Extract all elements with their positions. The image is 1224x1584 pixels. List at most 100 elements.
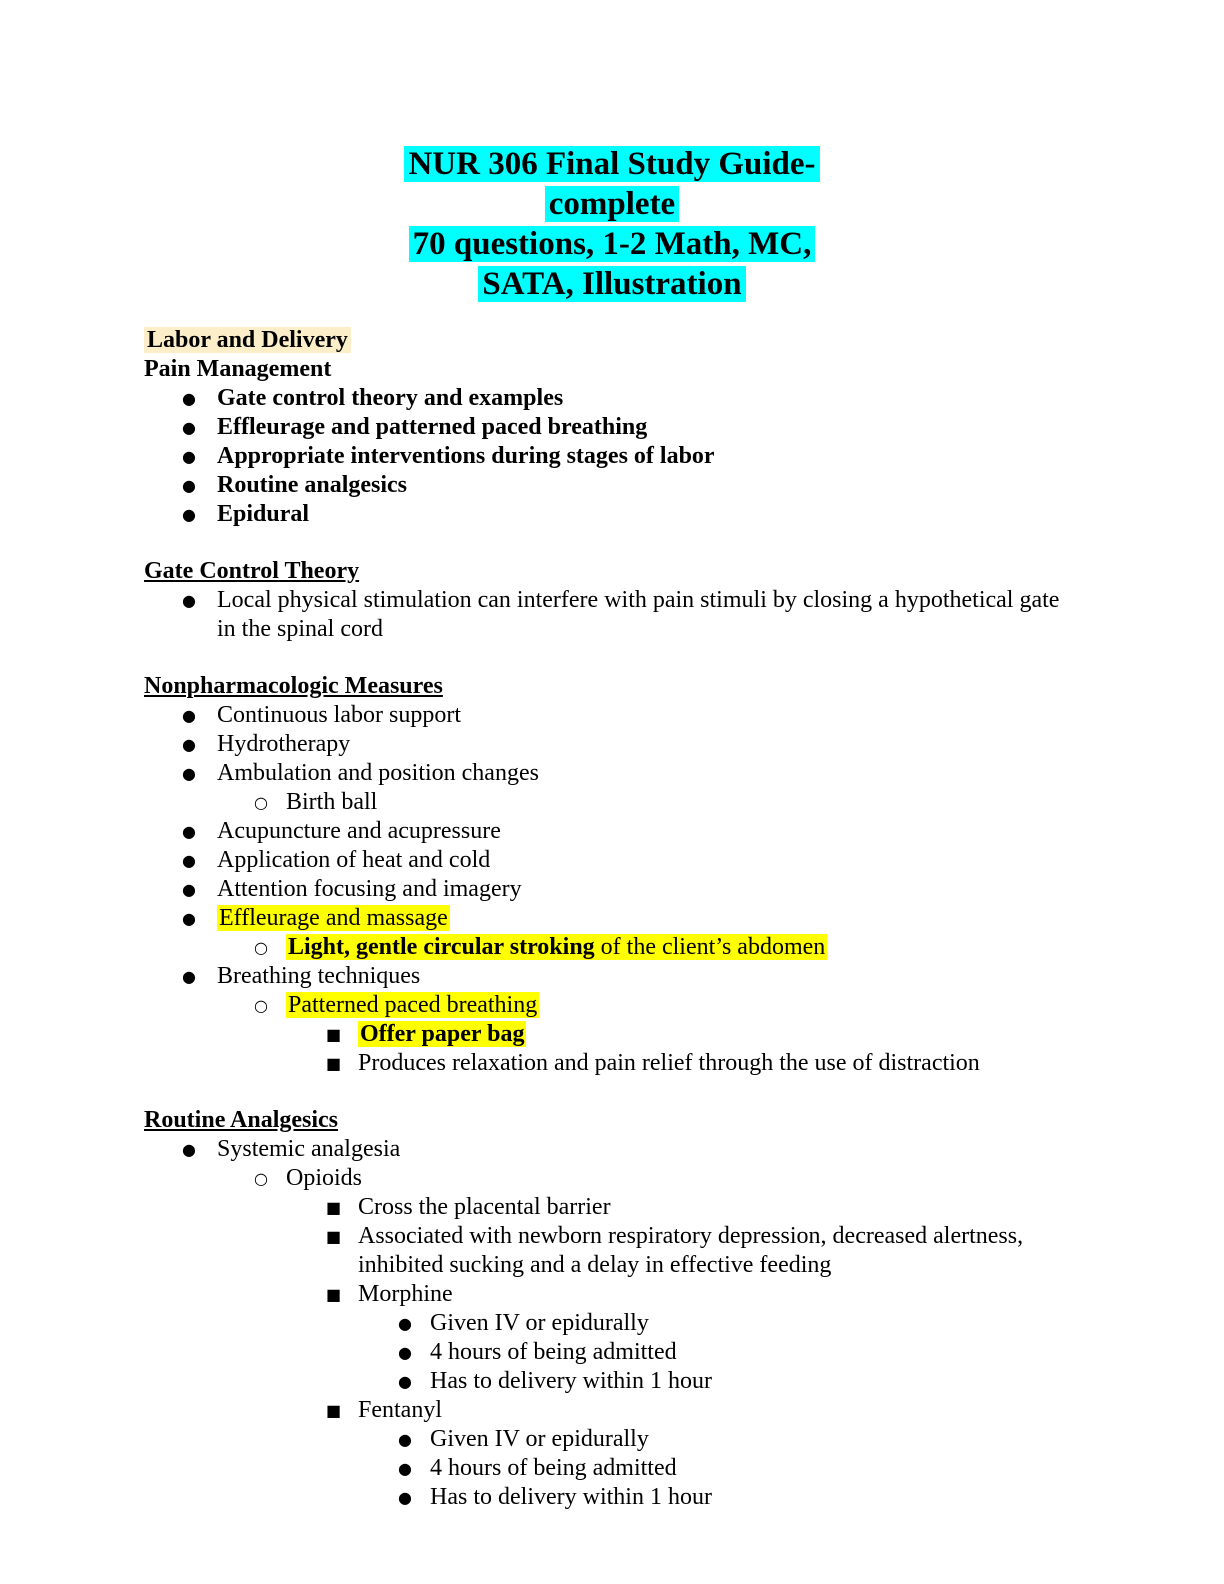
list-item: ● 4 hours of being admitted (144, 1454, 1080, 1483)
bullet-square-icon: ■ (326, 1198, 342, 1217)
list-item-text: Epidural (217, 501, 310, 527)
bullet-circle-icon: ○ (254, 938, 268, 957)
section-heading-routine-analgesics: Routine Analgesics (144, 1107, 339, 1133)
bullet-disc-icon: ● (398, 1430, 412, 1449)
bullet-disc-icon: ● (182, 851, 196, 870)
bullet-disc-icon: ● (182, 476, 196, 495)
list-item: ● Epidural (144, 500, 1080, 529)
subheading-pain-management: Pain Management (144, 356, 332, 382)
document-title: NUR 306 Final Study Guide- complete 70 q… (144, 144, 1080, 304)
list-item: ●Acupuncture and acupressure (144, 817, 1080, 846)
list-item-text: Breathing techniques (217, 963, 421, 989)
bullet-circle-icon: ○ (254, 1169, 268, 1188)
list-item-text: Appropriate interventions during stages … (217, 443, 715, 469)
bullet-square-icon: ■ (326, 1025, 342, 1044)
highlighted-key-text: Patterned paced breathing (286, 992, 540, 1018)
title-line: NUR 306 Final Study Guide- (144, 144, 1080, 184)
bullet-square-icon: ■ (326, 1285, 342, 1304)
highlighted-key-text: Offer paper bag (358, 1021, 527, 1047)
list-item-text: Morphine (358, 1281, 453, 1307)
bullet-circle-icon: ○ (254, 996, 268, 1015)
bullet-disc-icon: ● (182, 735, 196, 754)
list-item: ○ Light, gentle circular stroking of the … (144, 933, 1080, 962)
bullet-square-icon: ■ (326, 1227, 342, 1246)
list-item: ■ Produces relaxation and pain relief thr… (144, 1049, 1080, 1078)
list-item: ● 4 hours of being admitted (144, 1338, 1080, 1367)
list-item-text: Cross the placental barrier (358, 1194, 611, 1220)
list-item-text: Given IV or epidurally (430, 1310, 649, 1336)
highlighted-title-text: NUR 306 Final Study Guide- (404, 146, 820, 182)
list-item-text: Continuous labor support (217, 702, 461, 728)
list-item: ●Routine analgesics (144, 471, 1080, 500)
highlighted-title-text: 70 questions, 1-2 Math, MC, (408, 226, 816, 262)
topic-heading-labor-and-delivery: Labor and Delivery (144, 326, 1080, 355)
bullet-disc-icon: ● (398, 1343, 412, 1362)
list-item-text: Associated with newborn respiratory depr… (358, 1223, 1024, 1278)
bullet-disc-icon: ● (398, 1314, 412, 1333)
list-item: ■ Offer paper bag (144, 1020, 1080, 1049)
list-item: ■ Fentanyl (144, 1396, 1080, 1425)
bullet-disc-icon: ● (398, 1459, 412, 1478)
bullet-square-icon: ■ (326, 1054, 342, 1073)
list-item: ● Application of heat and cold (144, 846, 1080, 875)
list-item-text: Given IV or epidurally (430, 1426, 649, 1452)
list-item: ●Appropriate interventions during stages… (144, 442, 1080, 471)
list-item-text: of the client’s abdomen (594, 934, 826, 960)
list-item: ●Local physical stimulation can interfer… (144, 586, 1080, 644)
list-item: ■ Cross the placental barrier (144, 1193, 1080, 1222)
title-line: complete (144, 184, 1080, 224)
list-item-text: Hydrotherapy (217, 731, 351, 757)
list-item: ●Has to delivery within 1 hour (144, 1367, 1080, 1396)
bullet-disc-icon: ● (182, 967, 196, 986)
bullet-disc-icon: ● (182, 1140, 196, 1159)
list-item-text: Has to delivery within 1 hour (430, 1484, 712, 1510)
bullet-disc-icon: ● (182, 880, 196, 899)
list-item: ○ Patterned paced breathing (144, 991, 1080, 1020)
list-item-text: Application of heat and cold (217, 847, 491, 873)
list-item: ● Breathing techniques (144, 962, 1080, 991)
list-item: ● Effleurage and patterned paced breathin… (144, 413, 1080, 442)
bullet-disc-icon: ● (182, 389, 196, 408)
list-item-text: Effleurage and patterned paced breathing (217, 414, 648, 440)
list-item: ■ Morphine (144, 1280, 1080, 1309)
highlighted-key-text: Light, gentle circular stroking of the c… (286, 934, 828, 960)
section-heading-nonpharmacologic-measures: Nonpharmacologic Measures (144, 673, 443, 699)
list-item-text: Birth ball (286, 789, 378, 815)
list-item-text: Gate control theory and examples (217, 385, 564, 411)
list-item-text: Opioids (286, 1165, 363, 1191)
list-item-text: Has to delivery within 1 hour (430, 1368, 712, 1394)
bullet-disc-icon: ● (182, 505, 196, 524)
list-item: ● Ambulation and position changes (144, 759, 1080, 788)
list-item-text-bold: Light, gentle circular stroking (288, 934, 595, 960)
list-item: ● Has to delivery within 1 hour (144, 1483, 1080, 1512)
title-line: 70 questions, 1-2 Math, MC, (144, 224, 1080, 264)
list-item-text: 4 hours of being admitted (430, 1455, 677, 1481)
bullet-disc-icon: ● (182, 764, 196, 783)
highlighted-title-text: complete (544, 186, 680, 222)
list-item: ○ Birth ball (144, 788, 1080, 817)
bullet-square-icon: ■ (326, 1401, 342, 1420)
bullet-disc-icon: ● (182, 706, 196, 725)
list-item: ● Gate control theory and examples (144, 384, 1080, 413)
bullet-disc-icon: ● (398, 1488, 412, 1507)
list-item-text: Ambulation and position changes (217, 760, 539, 786)
list-item: ● Continuous labor support (144, 701, 1080, 730)
list-item: ■ Associated with newborn respiratory dep… (144, 1222, 1080, 1280)
list-item: ●Effleurage and massage (144, 904, 1080, 933)
list-item-text: Fentanyl (358, 1397, 442, 1423)
list-item: ● Attention focusing and imagery (144, 875, 1080, 904)
list-item-text: Attention focusing and imagery (217, 876, 522, 902)
bullet-disc-icon: ● (182, 418, 196, 437)
list-item: ● Given IV or epidurally (144, 1309, 1080, 1338)
list-item-text: Produces relaxation and pain relief thro… (358, 1050, 980, 1076)
title-line: SATA, Illustration (144, 264, 1080, 304)
list-item-text: 4 hours of being admitted (430, 1339, 677, 1365)
section-heading-gate-control-theory: Gate Control Theory (144, 558, 360, 584)
highlighted-topic-text: Labor and Delivery (144, 327, 351, 353)
list-item: ● Given IV or epidurally (144, 1425, 1080, 1454)
list-item: ○ Opioids (144, 1164, 1080, 1193)
list-item-text: Acupuncture and acupressure (217, 818, 501, 844)
bullet-circle-icon: ○ (254, 793, 268, 812)
bullet-disc-icon: ● (182, 591, 196, 610)
